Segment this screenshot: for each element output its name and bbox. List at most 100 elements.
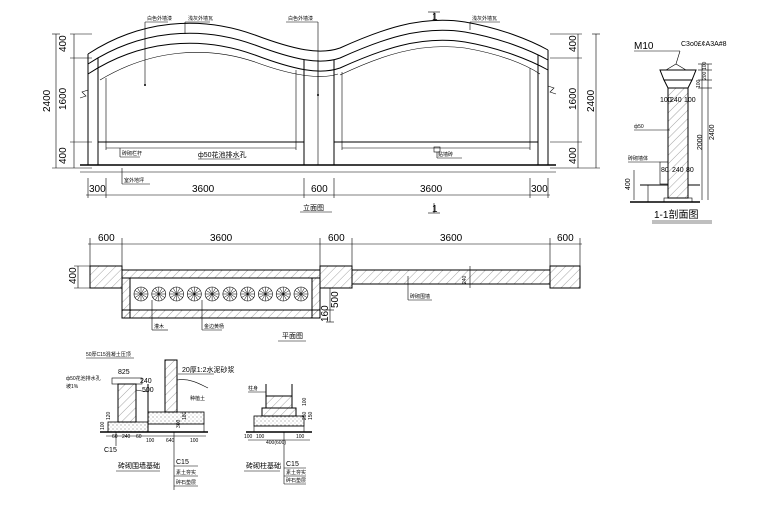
plan-dim-top-4: 600	[557, 233, 574, 244]
plan-dim-top-1: 3600	[210, 233, 233, 244]
section-wall-label: ф50	[634, 124, 644, 130]
section-base-label: 砖砌墙体	[628, 155, 648, 162]
section-row-bottom-2: 80	[686, 167, 694, 174]
elev-label-white-paint-1: 白色外墙漆	[147, 15, 172, 22]
elev-dim-right-total: 2400	[586, 89, 597, 112]
elev-label-color-tile-1: 浅灰外墙瓦	[188, 15, 213, 22]
plan-shrub-row	[133, 286, 309, 302]
detail-a-soil: 种植土	[190, 395, 205, 402]
elev-label-color-tile-2: 浅灰外墙瓦	[472, 15, 497, 22]
shrub-symbol	[204, 286, 220, 302]
detail-b-layer-1: 素土夯实	[286, 469, 306, 476]
elevation-view: 1 1 400 1600 400 2400 400 1600 400 2400	[42, 11, 600, 215]
section-row-bottom-0: 80	[661, 167, 669, 174]
detail-a-top: 50厚C15混凝土压顶	[86, 351, 131, 358]
section-view: M10 C3o0£¢A3A#8 100 200 100 2400 2000 10…	[625, 41, 727, 224]
elev-label-white-paint-2: 白色外墙漆	[288, 15, 313, 22]
shrub-symbol	[187, 286, 202, 302]
detail-b-dim-6: 100	[296, 434, 305, 440]
plan-dim-right-b-0: 500	[330, 291, 341, 308]
shrub-symbol	[275, 286, 291, 302]
section-row-top-1: 240	[670, 97, 682, 104]
detail-a-dim-11: 640	[166, 438, 175, 444]
plan-title: 平面图	[282, 332, 303, 340]
detail-a-dim-1: 240	[140, 378, 152, 385]
plan-label-hedge-wall: 砖砌围墙	[410, 293, 430, 300]
section-mark-top: 1	[432, 12, 438, 23]
elev-dim-left-total: 2400	[42, 89, 53, 112]
section-side-dim-1: 200	[702, 71, 708, 80]
plan-dim-top-2: 600	[328, 233, 345, 244]
detail-a-c15-b: C15	[176, 459, 189, 466]
detail-b-layer-2: 碎石垫层	[286, 477, 306, 484]
detail-a-dim-6: 180	[182, 411, 188, 420]
plan-dim-top-3: 3600	[440, 233, 463, 244]
detail-a-dim-0: 825	[118, 369, 130, 376]
detail-b-dim-1: 250	[302, 411, 308, 420]
detail-b-view: 柱身 100 250 150 100 100 400(600) 100 C15 …	[244, 384, 314, 485]
shrub-symbol	[169, 286, 184, 302]
plan-dim-left: 400	[68, 267, 79, 284]
plan-dim-right-b-1: 160	[320, 305, 331, 322]
detail-a-dim-8: 240	[122, 434, 131, 440]
shrub-symbol	[258, 286, 273, 302]
plan-view: 600 3600 600 3600 600 400 240 500 160 灌木…	[68, 233, 582, 342]
elev-dim-bottom-1: 3600	[192, 184, 215, 195]
shrub-symbol	[240, 286, 255, 302]
section-dim-total: 2400	[709, 124, 716, 140]
elev-label-ground: 室外地坪	[124, 177, 144, 184]
detail-a-dim-12: 100	[190, 438, 199, 444]
section-dim-mid: 2000	[697, 134, 704, 150]
section-row-bottom-1: 240	[672, 167, 684, 174]
plan-label-planter-wall: 金边黄杨	[204, 323, 224, 330]
detail-b-dim-0: 100	[302, 397, 308, 406]
detail-b-top: 柱身	[248, 385, 258, 392]
detail-b-dim-5: 400(600)	[266, 440, 286, 446]
elev-dim-bottom-3: 3600	[420, 184, 443, 195]
elev-dim-right-bottom: 400	[568, 147, 579, 164]
elev-dim-right-top: 400	[568, 35, 579, 52]
detail-b-c15: C15	[286, 461, 299, 468]
plan-label-plant: 灌木	[154, 323, 164, 330]
elev-dim-right-mid: 1600	[568, 87, 579, 110]
detail-a-pipe: ф50花池排水孔	[66, 375, 101, 382]
detail-a-dim-5: 300	[176, 419, 182, 428]
detail-b-dim-2: 150	[308, 411, 314, 420]
shrub-symbol	[133, 286, 149, 302]
section-row-top-2: 100	[684, 97, 696, 104]
detail-a-dim-2: 500	[142, 387, 154, 394]
section-side-dim-0: 100	[702, 61, 708, 70]
detail-a-dim-3: 100	[100, 421, 106, 430]
section-side-dim-2: 100	[696, 79, 702, 88]
elev-label-tile-base: 贴墙砖	[438, 151, 453, 158]
section-top-label: M10	[634, 41, 654, 52]
elev-dim-bottom-4: 300	[531, 184, 548, 195]
elev-dim-bottom-2: 600	[311, 184, 328, 195]
detail-a-mortar: 20厚1:2水泥砂浆	[182, 365, 235, 374]
detail-b-dim-3: 100	[244, 434, 253, 440]
elev-dim-bottom-0: 300	[89, 184, 106, 195]
shrub-symbol	[293, 286, 309, 302]
section-left-dim: 400	[625, 178, 632, 190]
elev-label-railing: 砖砌栏杆	[122, 150, 142, 157]
shrub-symbol	[222, 286, 238, 302]
section-top-note: C3o0£¢A3A#8	[681, 41, 727, 48]
elev-dim-left-bottom: 400	[58, 147, 69, 164]
detail-b-title: 砖砌柱基础	[246, 461, 281, 470]
detail-a-layer-2: 碎石垫层	[176, 479, 196, 486]
detail-a-dim-10: 100	[146, 438, 155, 444]
detail-a-slope: 坡1%	[66, 383, 79, 390]
detail-a-dim-7: 60	[112, 434, 118, 440]
detail-a-layer-1: 素土夯实	[176, 469, 196, 476]
elevation-title: 立面图	[303, 203, 324, 212]
section-title: 1-1剖面图	[654, 208, 698, 221]
plan-dim-top-0: 600	[98, 233, 115, 244]
detail-a-title: 砖砌围墙基础	[118, 461, 160, 470]
section-row-top-0: 100	[660, 97, 672, 104]
plan-dim-right-a: 240	[462, 275, 468, 284]
detail-a-view: 50厚C15混凝土压顶 ф50花池排水孔 坡1% 20厚1:2水泥砂浆 种植土 …	[66, 351, 235, 490]
shrub-symbol	[151, 286, 167, 302]
elev-dim-left-mid: 1600	[58, 87, 69, 110]
section-mark-bottom: 1	[432, 204, 438, 215]
